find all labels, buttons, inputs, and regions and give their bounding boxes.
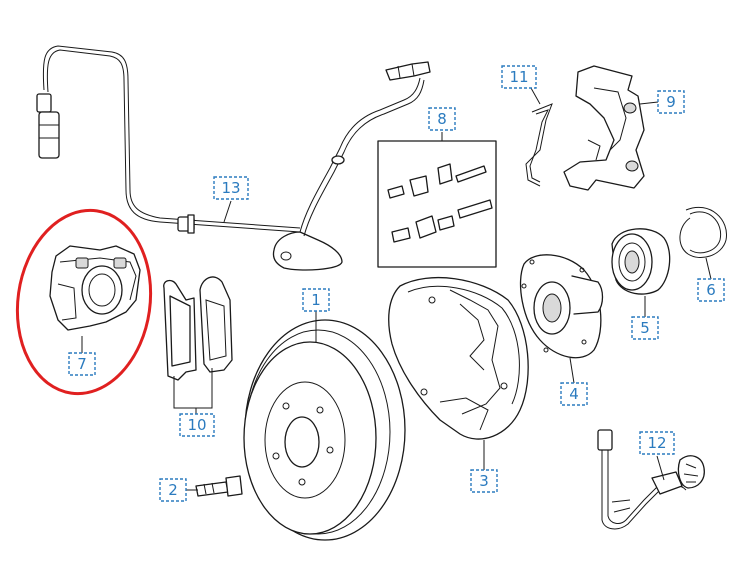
callout-9[interactable]: 9 bbox=[657, 90, 685, 114]
callout-3-label: 3 bbox=[479, 472, 489, 490]
callout-10-label: 10 bbox=[187, 416, 206, 434]
callout-7-label: 7 bbox=[77, 355, 87, 373]
brake-caliper[interactable] bbox=[49, 245, 141, 331]
caliper-bracket[interactable] bbox=[563, 65, 645, 191]
brake-hose[interactable] bbox=[597, 429, 705, 530]
callout-1[interactable]: 1 bbox=[302, 288, 330, 312]
callout-11[interactable]: 11 bbox=[501, 65, 537, 89]
splash-shield[interactable] bbox=[388, 276, 529, 440]
callout-3[interactable]: 3 bbox=[470, 469, 498, 493]
callout-12[interactable]: 12 bbox=[639, 431, 675, 455]
callout-13-label: 13 bbox=[221, 179, 240, 197]
callout-6-label: 6 bbox=[706, 281, 716, 299]
callout-11-label: 11 bbox=[509, 68, 528, 86]
callout-1-label: 1 bbox=[311, 291, 321, 309]
callout-5-label: 5 bbox=[640, 319, 650, 337]
bleeder-screw[interactable] bbox=[195, 475, 243, 497]
hardware-kit[interactable] bbox=[377, 140, 497, 268]
callout-8[interactable]: 8 bbox=[428, 107, 456, 131]
callout-10[interactable]: 10 bbox=[179, 413, 215, 437]
callout-2-label: 2 bbox=[168, 481, 178, 499]
callout-6[interactable]: 6 bbox=[697, 278, 725, 302]
brake-rotor[interactable] bbox=[243, 319, 406, 541]
callout-4-label: 4 bbox=[569, 385, 579, 403]
wheel-speed-sensor[interactable] bbox=[36, 45, 431, 271]
callout-8-label: 8 bbox=[437, 110, 447, 128]
wheel-bearing[interactable] bbox=[611, 228, 671, 295]
callout-4[interactable]: 4 bbox=[560, 382, 588, 406]
highlight-circle bbox=[15, 208, 153, 396]
leader-lines bbox=[81, 87, 712, 491]
wheel-hub[interactable] bbox=[519, 254, 604, 359]
callout-13[interactable]: 13 bbox=[213, 176, 249, 200]
snap-ring[interactable] bbox=[679, 206, 727, 258]
brake-pads[interactable] bbox=[163, 276, 233, 409]
anti-rattle-clip[interactable] bbox=[525, 103, 553, 187]
callout-7[interactable]: 7 bbox=[68, 352, 96, 376]
callout-12-label: 12 bbox=[647, 434, 666, 452]
callout-2[interactable]: 2 bbox=[159, 478, 187, 502]
callout-5[interactable]: 5 bbox=[631, 316, 659, 340]
callout-9-label: 9 bbox=[666, 93, 676, 111]
